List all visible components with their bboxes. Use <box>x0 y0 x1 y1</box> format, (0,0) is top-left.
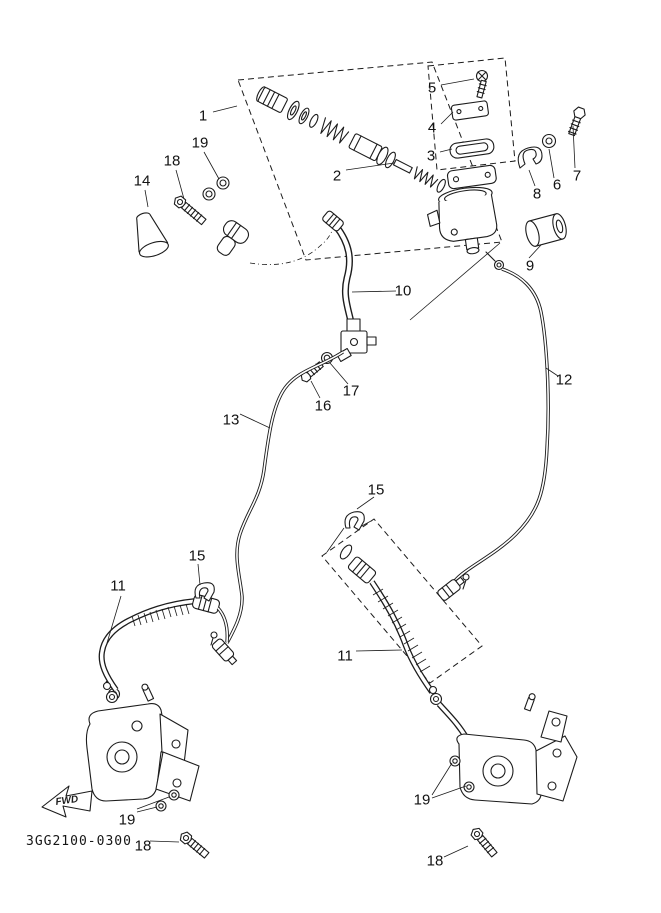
part-label-2: 2 <box>332 167 342 185</box>
part-label-14: 14 <box>133 172 151 190</box>
dust-boot-14 <box>136 212 169 258</box>
front-hose-left-11 <box>98 594 229 701</box>
part-label-13: 13 <box>222 411 240 429</box>
part-label-18-bottom-right: 18 <box>426 852 444 870</box>
part-label-16: 16 <box>314 397 332 415</box>
part-label-1: 1 <box>198 107 208 125</box>
part-label-18-bottom-left: 18 <box>134 837 152 855</box>
part-label-5: 5 <box>427 79 437 97</box>
hose-junction <box>336 318 377 363</box>
diaphragm-plate <box>450 100 489 121</box>
elbow-fitting <box>216 220 250 256</box>
kit-boxes <box>237 57 516 684</box>
reservoir-cap <box>446 164 497 190</box>
piston-repair-kit <box>256 86 446 193</box>
part-label-17: 17 <box>342 382 360 400</box>
washer-6 <box>541 133 557 149</box>
reservoir-diaphragm <box>449 138 495 159</box>
bolt-18-top-left <box>173 195 207 226</box>
part-label-10: 10 <box>394 282 412 300</box>
part-label-6: 6 <box>552 176 562 194</box>
damper-bushing-9 <box>525 213 567 247</box>
brake-caliper-right <box>456 693 578 805</box>
banjo-fitting-mc <box>485 251 505 271</box>
part-label-4: 4 <box>427 119 437 137</box>
part-label-15-middle: 15 <box>367 481 385 499</box>
upper-brake-hose-10 <box>322 210 357 333</box>
part-label-12: 12 <box>555 371 573 389</box>
part-label-11-middle: 11 <box>337 647 353 665</box>
right-brake-pipe-12 <box>437 267 550 601</box>
part-label-3: 3 <box>426 147 436 165</box>
fwd-arrow: FWD <box>41 785 93 818</box>
middle-hose-kit-box <box>321 518 483 684</box>
part-label-9: 9 <box>525 257 535 275</box>
washers-19-bottom-left <box>155 789 180 812</box>
diagram-code: 3GG2100-0300 <box>26 834 132 849</box>
reservoir-cap-screw <box>475 69 489 99</box>
part-label-18-top-left: 18 <box>163 152 181 170</box>
left-brake-pipe-13 <box>211 350 344 666</box>
front-hose-middle-11 <box>339 544 470 741</box>
master-cylinder-body <box>427 186 498 255</box>
washers-19-top-left <box>202 176 230 201</box>
part-label-7: 7 <box>572 167 582 185</box>
part-label-15-left: 15 <box>188 547 206 565</box>
part-label-19-bottom-right: 19 <box>413 791 431 809</box>
brake-caliper-left <box>85 681 200 802</box>
hose-holder-clamp-8 <box>517 146 543 169</box>
hose-clamp-15-middle <box>344 511 365 531</box>
reference-lines <box>249 227 501 553</box>
part-label-11-left: 11 <box>110 577 126 595</box>
part-label-19-top-left: 19 <box>191 134 209 152</box>
bolt-18-bottom-left <box>179 831 210 859</box>
part-label-8: 8 <box>532 185 542 203</box>
fwd-arrow-label: FWD <box>55 794 79 808</box>
part-label-19-bottom-left: 19 <box>118 811 136 829</box>
flange-bolt-7 <box>567 106 586 137</box>
label-leader-lines <box>106 78 576 858</box>
reservoir-cap-kit-box <box>427 57 516 171</box>
bolt-18-bottom-right <box>470 827 498 858</box>
